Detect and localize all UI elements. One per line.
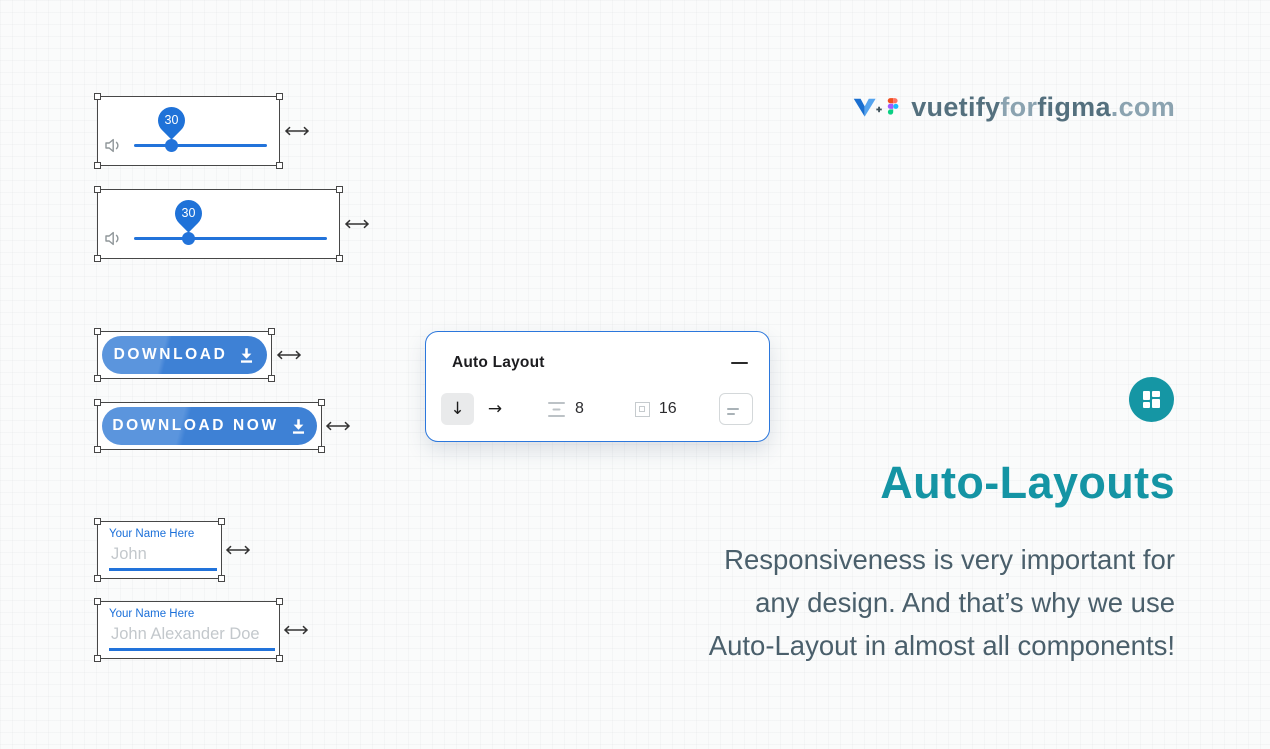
name-field-value[interactable]: John Alexander Doe (111, 625, 260, 643)
download-icon (290, 418, 307, 435)
selection-frame-download-button[interactable]: DOWNLOAD (94, 328, 275, 382)
slider-value-tooltip: 30 (152, 101, 191, 140)
selection-frame-slider-wide[interactable]: 30 (94, 186, 343, 262)
volume-icon (105, 138, 122, 153)
resize-handle[interactable] (94, 93, 101, 100)
slider-value: 30 (181, 206, 195, 220)
resize-width-arrow-icon (283, 124, 311, 138)
name-field-underline (109, 568, 217, 571)
selection-frame-name-input-small[interactable]: Your Name Here John (94, 518, 225, 582)
site-logo-text: vuetifyforfigma.com (911, 92, 1175, 123)
resize-width-arrow-icon (324, 419, 352, 433)
slider-track-wrap: 30 (134, 101, 267, 156)
alignment-button[interactable] (719, 393, 753, 425)
item-spacing-value[interactable]: 8 (575, 400, 584, 417)
slider-track[interactable] (134, 143, 267, 147)
feature-description-line: Responsiveness is very important for (724, 544, 1175, 575)
resize-handle[interactable] (94, 255, 101, 262)
logo-word-domain: .com (1110, 91, 1175, 122)
resize-handle[interactable] (268, 375, 275, 382)
direction-down-button[interactable]: ↓ (441, 393, 474, 425)
resize-handle[interactable] (336, 186, 343, 193)
auto-layout-controls: ↓ → 8 16 (441, 393, 753, 425)
resize-handle[interactable] (94, 655, 101, 662)
name-field-label: Your Name Here (109, 528, 195, 540)
volume-slider: 30 (105, 194, 327, 249)
resize-handle[interactable] (218, 575, 225, 582)
resize-handle[interactable] (336, 255, 343, 262)
arrow-down-icon: ↓ (450, 399, 465, 419)
resize-handle[interactable] (218, 518, 225, 525)
name-field-underline (109, 648, 275, 651)
download-now-button[interactable]: DOWNLOAD NOW (102, 407, 317, 445)
resize-handle[interactable] (268, 328, 275, 335)
feature-heading: Auto-Layouts (880, 457, 1175, 508)
padding-icon-inner (639, 406, 646, 412)
selection-frame-download-now-button[interactable]: DOWNLOAD NOW (94, 399, 325, 453)
resize-handle[interactable] (276, 162, 283, 169)
resize-handle[interactable] (318, 446, 325, 453)
name-field-value[interactable]: John (111, 545, 147, 563)
collapse-minus-icon[interactable] (731, 361, 748, 365)
resize-handle[interactable] (318, 399, 325, 406)
download-button[interactable]: DOWNLOAD (102, 336, 267, 374)
resize-width-arrow-icon (282, 623, 310, 637)
resize-handle[interactable] (94, 518, 101, 525)
resize-handle[interactable] (94, 328, 101, 335)
resize-handle[interactable] (94, 399, 101, 406)
selection-frame-slider-small[interactable]: 30 (94, 93, 283, 169)
volume-icon (105, 231, 122, 246)
slider-value-tooltip: 30 (168, 194, 208, 233)
volume-slider: 30 (105, 101, 267, 156)
slider-track-wrap: 30 (134, 194, 327, 249)
resize-handle[interactable] (94, 186, 101, 193)
direction-right-button[interactable]: → (480, 399, 510, 419)
selection-frame-name-input-wide[interactable]: Your Name Here John Alexander Doe (94, 598, 283, 662)
item-spacing-icon (547, 401, 566, 418)
auto-layout-feature-button[interactable] (1129, 377, 1174, 422)
logo-word-vuetify: vuetify (911, 91, 1001, 122)
resize-handle[interactable] (276, 655, 283, 662)
vuetify-figma-logo-icon (851, 90, 903, 124)
resize-handle[interactable] (94, 575, 101, 582)
resize-handle[interactable] (276, 93, 283, 100)
download-icon (238, 347, 255, 364)
slider-track[interactable] (134, 236, 327, 240)
resize-handle[interactable] (94, 598, 101, 605)
resize-width-arrow-icon (343, 217, 371, 231)
resize-handle[interactable] (276, 598, 283, 605)
site-logo: vuetifyforfigma.com (851, 90, 1175, 124)
resize-width-arrow-icon (275, 348, 303, 362)
dashboard-layout-icon (1143, 391, 1160, 408)
auto-layout-panel-title: Auto Layout (452, 354, 545, 371)
logo-word-figma: figma (1037, 91, 1111, 122)
slider-thumb[interactable] (181, 231, 195, 245)
align-top-left-icon (727, 408, 752, 416)
slider-thumb[interactable] (164, 138, 178, 152)
padding-value[interactable]: 16 (658, 400, 677, 417)
slider-value: 30 (164, 113, 179, 127)
resize-handle[interactable] (94, 446, 101, 453)
feature-description: Responsiveness is very important for any… (709, 538, 1175, 667)
feature-description-line: Auto-Layout in almost all components! (708, 630, 1175, 661)
download-button-label: DOWNLOAD (113, 346, 228, 363)
resize-handle[interactable] (94, 375, 101, 382)
logo-word-for: for (1000, 91, 1038, 122)
feature-description-line: any design. And that’s why we use (755, 587, 1175, 618)
arrow-right-icon: → (487, 399, 503, 419)
auto-layout-panel: Auto Layout ↓ → 8 16 (425, 331, 770, 442)
padding-icon (634, 401, 650, 417)
auto-layout-panel-header: Auto Layout (452, 352, 748, 374)
download-now-button-label: DOWNLOAD NOW (112, 417, 279, 434)
resize-width-arrow-icon (224, 543, 252, 557)
name-field-label: Your Name Here (109, 608, 195, 620)
resize-handle[interactable] (94, 162, 101, 169)
